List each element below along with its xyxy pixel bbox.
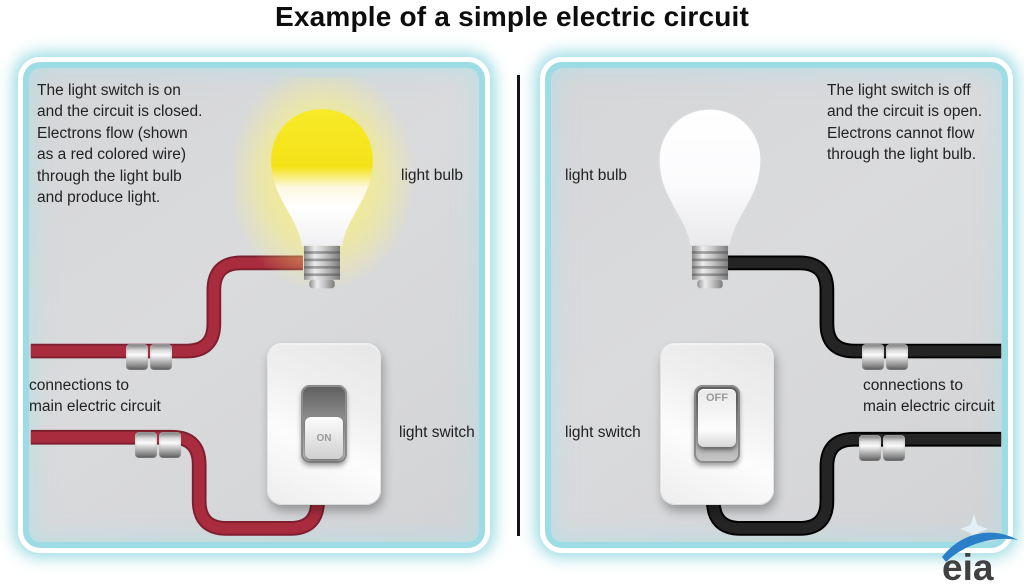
connector-barrel — [135, 432, 157, 458]
toggle-off-icon: OFF — [694, 385, 740, 463]
connector-barrel — [126, 344, 148, 370]
light-bulb-label: light bulb — [565, 167, 628, 184]
light-switch-on: ON — [267, 343, 381, 505]
eia-logo: eia — [942, 514, 1018, 584]
connector-barrel — [859, 435, 881, 461]
description-open-circuit: The light switch is off and the circuit … — [827, 82, 983, 164]
connector-barrel — [159, 432, 181, 458]
wire-connector — [126, 344, 172, 370]
red-wires-graphic — [30, 255, 325, 536]
light-switch-off: OFF — [660, 343, 774, 505]
wire-connector — [862, 344, 908, 370]
logo-swoosh-icon — [942, 532, 1018, 562]
light-bulb-on-icon — [271, 109, 373, 289]
connections-label: connections to main electric circuit — [863, 377, 995, 415]
connector-barrel — [883, 435, 905, 461]
logo-text: eia — [942, 547, 994, 584]
description-closed-circuit: The light switch is on and the circuit i… — [37, 82, 203, 207]
logo-sparkle-icon — [960, 514, 988, 544]
light-switch-label: light switch — [565, 424, 641, 441]
connections-label: connections to main electric circuit — [29, 377, 161, 415]
connector-barrel — [862, 344, 884, 370]
toggle-knob-label: ON — [305, 417, 343, 459]
wire-connector — [135, 432, 181, 458]
light-switch-label: light switch — [399, 424, 475, 441]
panel-circuit-closed: ON The light switch is on and the circui… — [18, 57, 490, 553]
wire-connector — [859, 435, 905, 461]
panel-circuit-open: OFF The light switch is off and the circ… — [540, 57, 1013, 553]
light-bulb-label: light bulb — [401, 167, 464, 184]
black-wires-graphic — [706, 255, 1002, 536]
toggle-knob-label: OFF — [698, 389, 736, 447]
page-title: Example of a simple electric circuit — [274, 1, 750, 32]
connector-barrel — [886, 344, 908, 370]
light-bulb-off-icon — [658, 108, 762, 289]
connector-barrel — [150, 344, 172, 370]
toggle-on-icon: ON — [301, 385, 347, 463]
panel-divider-line — [517, 75, 520, 536]
